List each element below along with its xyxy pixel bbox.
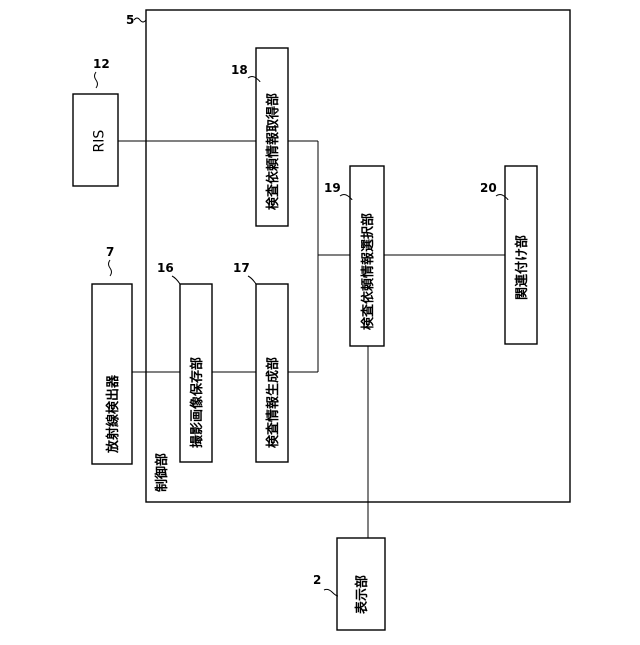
- request-select-label: 検査依頼情報選択部: [360, 213, 376, 330]
- detector-label: 放射線検出器: [105, 374, 121, 454]
- detector-ref: 7: [106, 245, 114, 259]
- ris-ref: 12: [93, 57, 110, 71]
- request-select-ref: 19: [324, 181, 341, 195]
- image-store-ref-leader: [172, 276, 180, 284]
- associate-label: 関連付け部: [514, 235, 530, 300]
- control-unit-ref: 5: [126, 13, 134, 27]
- control-unit-ref-leader: [134, 18, 146, 22]
- exam-info-gen-ref: 17: [233, 261, 250, 275]
- ris-ref-leader: [95, 72, 98, 88]
- ris-label: RIS: [92, 130, 108, 153]
- exam-info-gen-label: 検査情報生成部: [265, 357, 281, 448]
- associate-ref: 20: [480, 181, 497, 195]
- display-ref: 2: [313, 573, 321, 587]
- control-unit-label: 制御部: [154, 453, 170, 492]
- request-acquire-label: 検査依頼情報取得部: [265, 93, 281, 210]
- display-ref-leader: [324, 589, 338, 596]
- detector-ref-leader: [109, 260, 112, 276]
- image-store-label: 撮影画像保存部: [189, 357, 205, 448]
- display-label: 表示部: [354, 575, 370, 615]
- exam-info-gen-ref-leader: [248, 276, 256, 284]
- request-acquire-ref: 18: [231, 63, 248, 77]
- image-store-ref: 16: [157, 261, 174, 275]
